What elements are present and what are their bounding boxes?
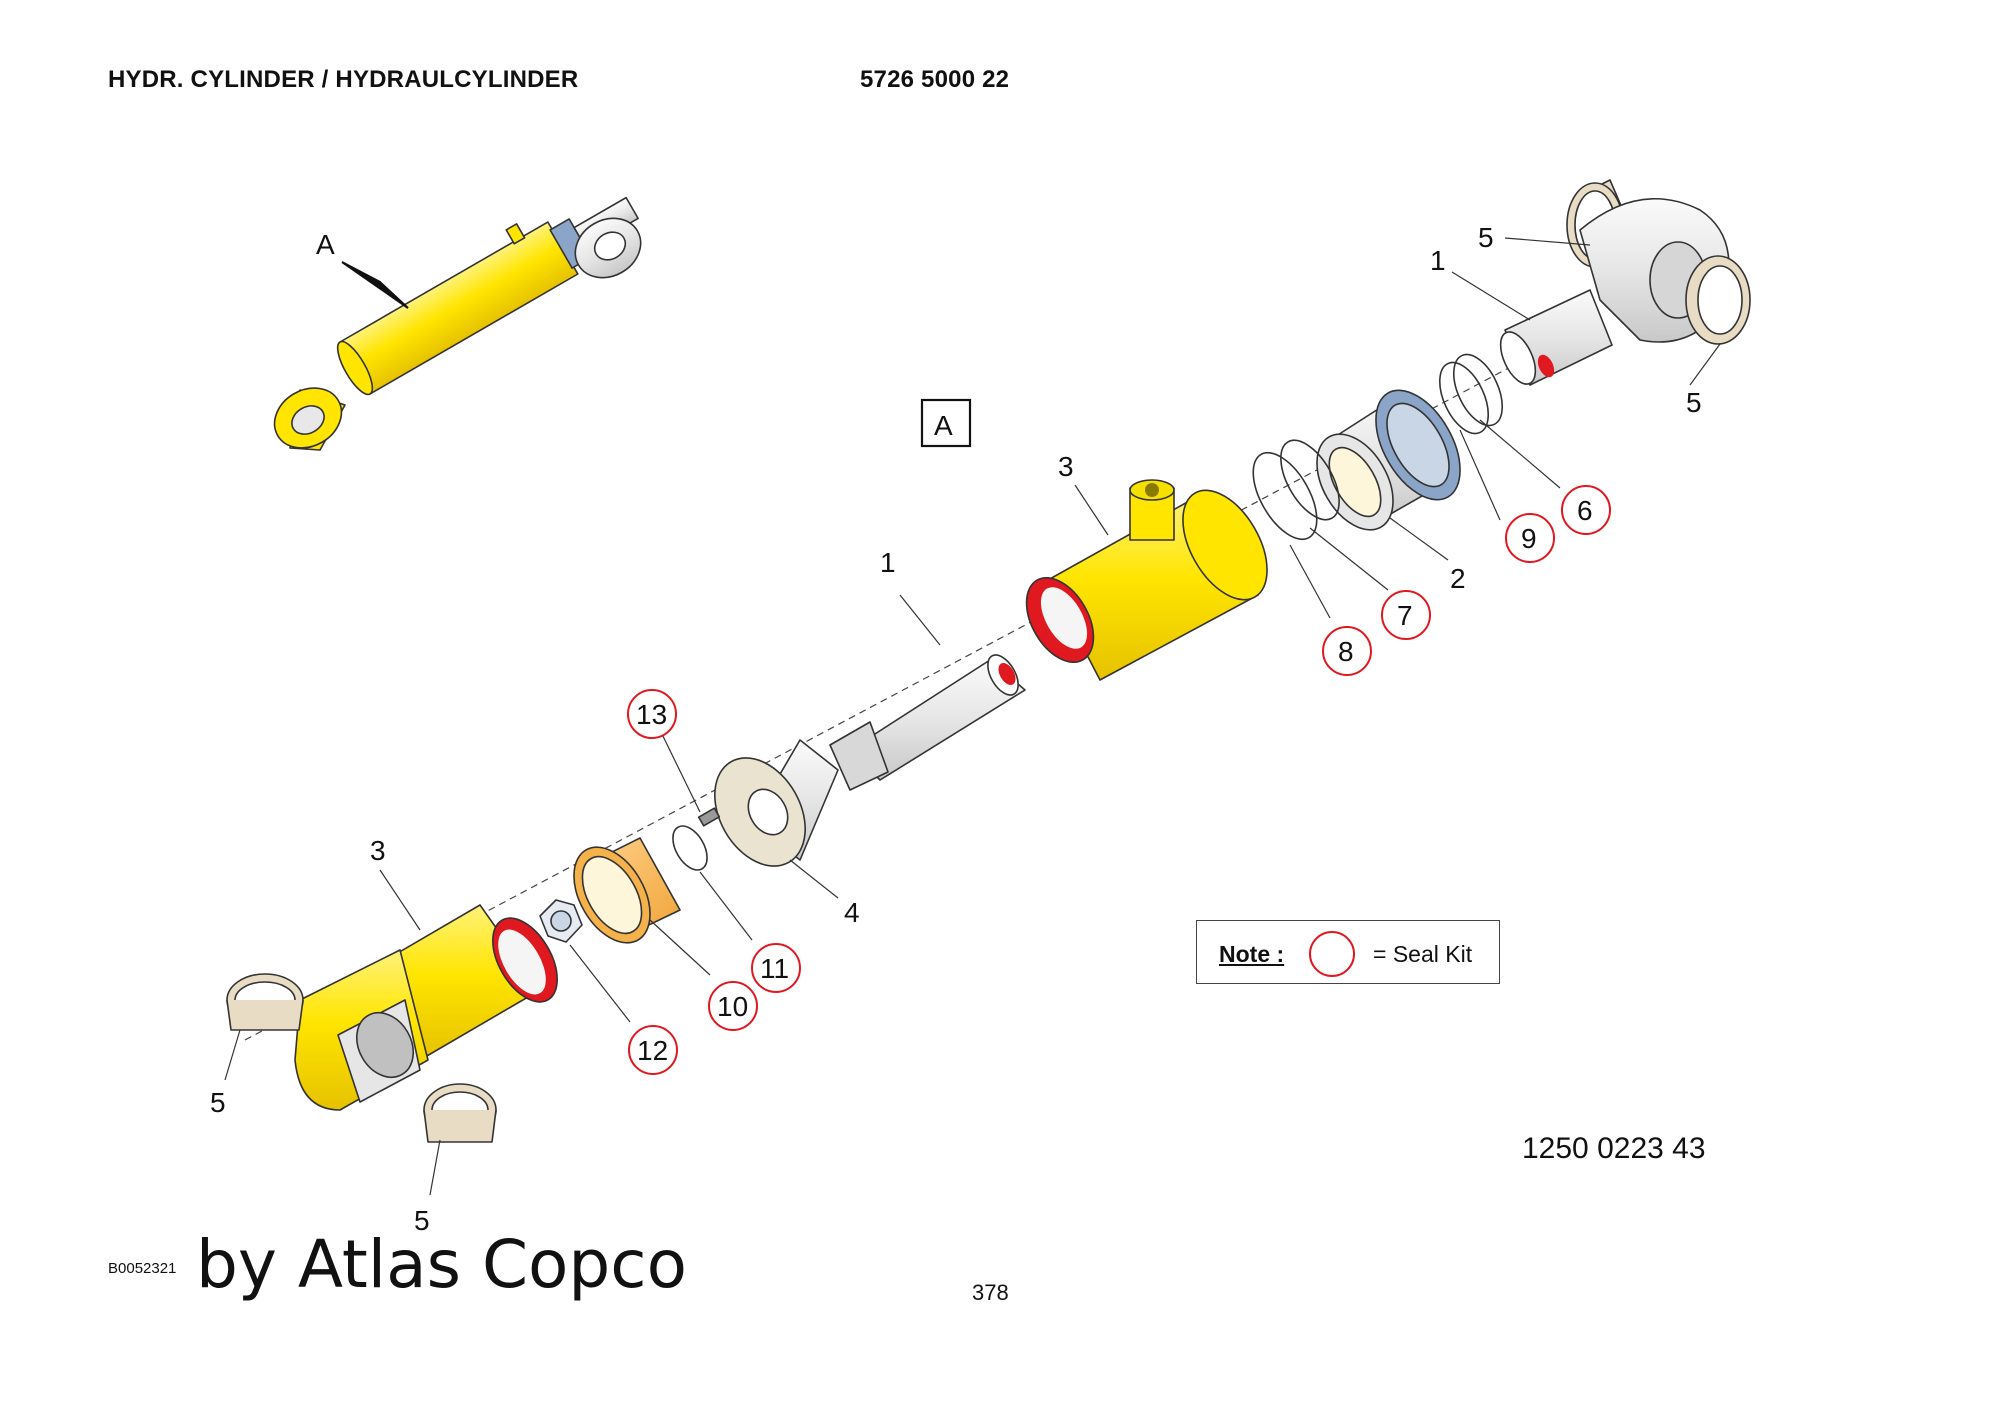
seal-kit-circle-icon bbox=[1309, 931, 1355, 977]
note-text: = Seal Kit bbox=[1373, 941, 1473, 967]
seal-ring-11 bbox=[672, 825, 708, 871]
note-legend: Note : = Seal Kit bbox=[1196, 920, 1500, 984]
bushing-right bbox=[1685, 255, 1751, 345]
part-number: 5726 5000 22 bbox=[860, 66, 1010, 93]
overview-clevis bbox=[273, 387, 346, 451]
callout-1-top: 1 bbox=[1430, 245, 1446, 276]
callout-10: 10 bbox=[717, 991, 748, 1022]
callout-6: 6 bbox=[1577, 495, 1593, 526]
seal-ring-9 bbox=[1438, 361, 1490, 435]
callout-8: 8 bbox=[1338, 636, 1354, 667]
callout-12: 12 bbox=[637, 1035, 668, 1066]
leader-lines bbox=[224, 237, 1721, 1196]
bushing-bottom bbox=[423, 1083, 497, 1143]
drawing-number: 1250 0223 43 bbox=[1522, 1132, 1706, 1165]
callouts: 5 1 5 2 3 1 4 3 5 5 6 9 7 8 13 11 10 12 bbox=[210, 222, 1702, 1236]
note-label: Note : bbox=[1219, 941, 1285, 967]
piston-rod-mid bbox=[829, 654, 1026, 791]
watermark: by Atlas Copco bbox=[196, 1226, 687, 1303]
overview-cylinder: A bbox=[273, 196, 642, 451]
page-title: HYDR. CYLINDER / HYDRAULCYLINDER bbox=[108, 66, 579, 93]
callout-4: 4 bbox=[844, 897, 860, 928]
bearing-ring-10 bbox=[573, 837, 681, 944]
callout-3-low: 3 bbox=[370, 835, 386, 866]
cylinder-tube-low bbox=[294, 904, 558, 1111]
callout-5-top: 5 bbox=[1478, 222, 1494, 253]
cylinder-tube-mid bbox=[1025, 479, 1268, 681]
callout-11: 11 bbox=[760, 953, 789, 984]
detail-label: A bbox=[316, 229, 335, 260]
callout-5-left: 5 bbox=[210, 1087, 226, 1118]
callout-7: 7 bbox=[1397, 600, 1413, 631]
view-marker-box bbox=[920, 398, 972, 448]
callout-3-mid: 3 bbox=[1058, 451, 1074, 482]
seal-ring-7 bbox=[1280, 439, 1340, 521]
callout-13: 13 bbox=[636, 699, 667, 730]
pin-part-13 bbox=[697, 807, 721, 827]
gland-part-2 bbox=[1316, 389, 1461, 531]
image-code: B0052321 bbox=[108, 1260, 177, 1277]
view-arrow-icon bbox=[341, 261, 409, 309]
callout-5-right: 5 bbox=[1686, 387, 1702, 418]
callout-5-bottom: 5 bbox=[414, 1205, 430, 1236]
nut-part-12 bbox=[539, 899, 583, 943]
callout-9: 9 bbox=[1521, 523, 1537, 554]
callout-2: 2 bbox=[1450, 563, 1466, 594]
callout-1-mid: 1 bbox=[880, 547, 896, 578]
bushing-left bbox=[226, 973, 304, 1031]
view-marker-label: A bbox=[934, 410, 953, 441]
seal-ring-8 bbox=[1252, 451, 1318, 541]
seal-ring-6 bbox=[1452, 353, 1504, 427]
overview-rod-eye bbox=[574, 217, 642, 279]
piston-part-4 bbox=[714, 739, 839, 867]
page-number: 378 bbox=[972, 1280, 1009, 1305]
